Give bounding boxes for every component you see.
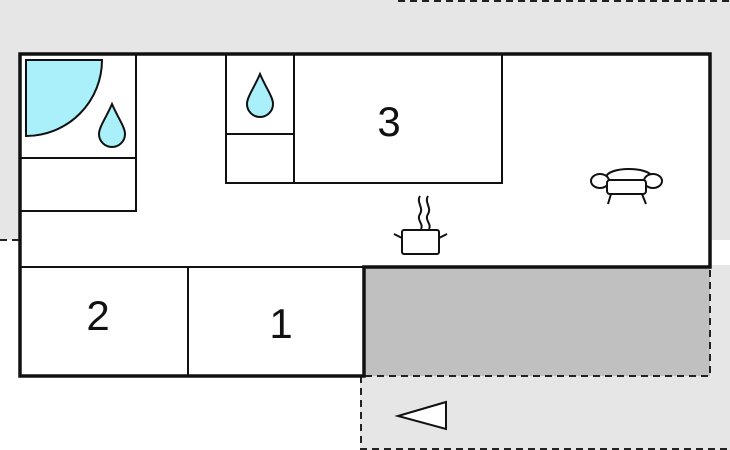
entrance-arrow-icon (394, 400, 447, 431)
shower-icon (25, 59, 104, 138)
water-drop-icon (245, 71, 275, 118)
cooking-pot-icon (393, 195, 448, 255)
room-label-3: 3 (377, 98, 400, 145)
bottom-strip (0, 376, 360, 450)
covered-area-dashed-edge (365, 268, 711, 377)
water-drop-icon (97, 101, 127, 148)
outer-wall (18, 52, 712, 378)
covered-area (364, 267, 710, 376)
room-label-2: 2 (86, 292, 109, 339)
armchair-icon (590, 168, 663, 205)
interior-floor (20, 54, 710, 376)
room-label-1: 1 (269, 300, 292, 347)
entrance-boundary (360, 376, 730, 450)
